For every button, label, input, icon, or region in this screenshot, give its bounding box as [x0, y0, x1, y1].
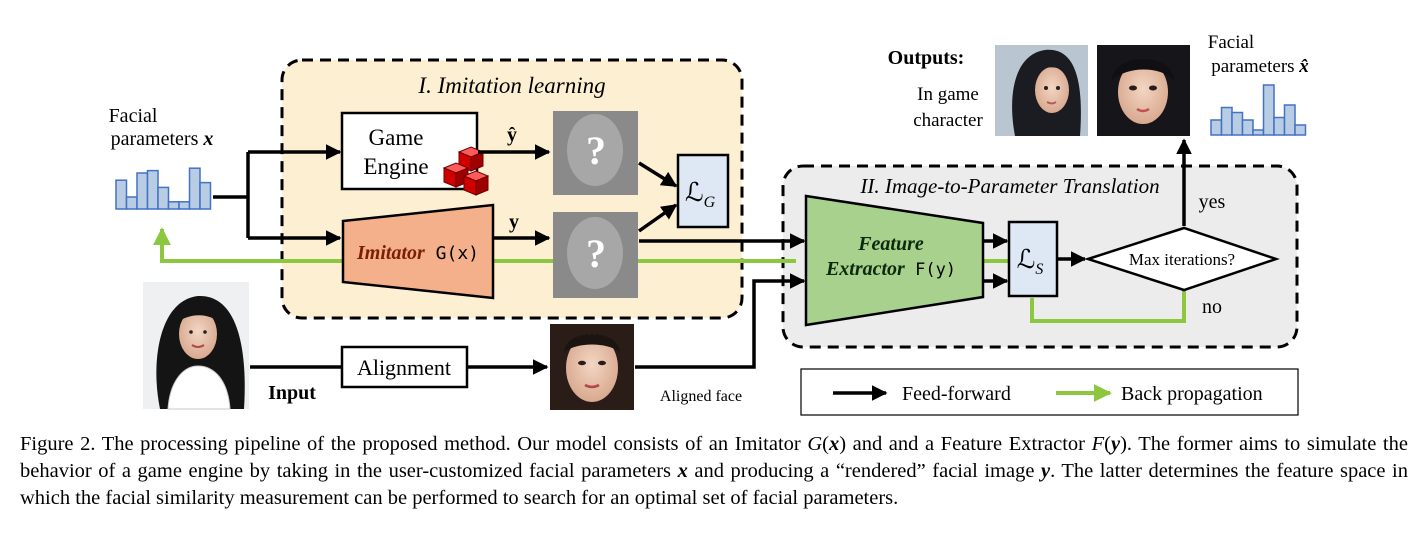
- figure-caption: Figure 2. The processing pipeline of the…: [20, 431, 1408, 512]
- facial-params-out-line1: Facial: [1208, 32, 1254, 53]
- legend-feed-forward-label: Feed-forward: [902, 383, 1011, 405]
- loss-g-box: [676, 153, 730, 229]
- histogram-bar: [178, 201, 191, 210]
- histogram-bar: [1241, 119, 1254, 136]
- svg-text:?: ?: [586, 231, 606, 276]
- game-character-front-image: [1097, 45, 1190, 136]
- aligned-face-photo: [550, 324, 634, 410]
- facial-params-label-line2: parameters x: [111, 128, 214, 150]
- loss-s-box: [1007, 220, 1059, 298]
- translation-title: II. Image-to-Parameter Translation: [859, 174, 1159, 198]
- loss-s-feedback-path: [1030, 289, 1186, 323]
- yhat-to-loss-arrow: [638, 161, 678, 188]
- decision-label: Max iterations?: [1129, 250, 1235, 269]
- histogram-bar: [1273, 116, 1286, 136]
- histogram-bar: [1210, 119, 1223, 136]
- game-engine-label-line1: Game: [369, 125, 424, 150]
- histogram-bar: [125, 196, 138, 210]
- rendered-face-imitator: ?: [553, 212, 638, 298]
- histogram-bar: [115, 179, 128, 210]
- histogram-bar: [146, 169, 159, 210]
- histogram-bar: [1294, 124, 1307, 136]
- imitator-label: Imitator G(x): [356, 242, 479, 264]
- y-to-loss-arrow: [637, 203, 678, 233]
- outputs-title: Outputs:: [888, 47, 965, 69]
- histogram-bar: [157, 186, 170, 210]
- histogram-bar: [1220, 106, 1233, 136]
- facial-params-out-line2: parameters x̂: [1211, 56, 1309, 77]
- feature-extractor-block: [804, 194, 985, 327]
- loss-s-label: ℒS: [1017, 245, 1044, 278]
- legend-backprop-label: Back propagation: [1121, 383, 1263, 405]
- caption-text: Figure 2. The processing pipeline of the…: [20, 433, 1408, 509]
- aligned-to-extractor-path: [635, 273, 806, 369]
- imitation-learning-title: I. Imitation learning: [417, 73, 605, 98]
- feature-extractor-line1: Feature: [857, 233, 924, 255]
- y-hat-label: ŷ: [507, 124, 517, 146]
- imitator-block: [341, 203, 495, 300]
- input-photo: [143, 282, 249, 410]
- loss-g-label: ℒG: [685, 178, 716, 211]
- facial-params-input-histogram: [115, 167, 212, 210]
- alignment-label: Alignment: [357, 355, 451, 380]
- facial-params-label-line1: Facial: [109, 105, 158, 127]
- pipeline-diagram: I. Imitation learning II. Image-to-Param…: [109, 32, 1309, 416]
- svg-text:?: ?: [586, 128, 606, 173]
- red-cubes-icon: [442, 146, 490, 196]
- histogram-bar: [1283, 104, 1296, 136]
- feature-extractor-line2: Extractor F(y): [825, 258, 956, 280]
- y-label: y: [509, 211, 519, 233]
- histogram-bar: [167, 201, 180, 210]
- histogram-bar: [1262, 84, 1275, 136]
- histogram-bar: [136, 172, 149, 210]
- histogram-bar: [188, 167, 201, 210]
- game-engine-label-line2: Engine: [363, 154, 428, 179]
- histogram-bar: [1231, 111, 1244, 136]
- game-character-side-image: [995, 45, 1088, 136]
- decision-no-label: no: [1202, 296, 1222, 318]
- max-iterations-decision: [1083, 226, 1280, 292]
- histogram-bar: [1252, 129, 1265, 136]
- outputs-line1: In game: [917, 84, 979, 105]
- decision-yes-label: yes: [1199, 191, 1226, 213]
- outputs-line2: character: [913, 110, 983, 131]
- input-label: Input: [268, 382, 316, 404]
- facial-params-output-histogram: [1210, 84, 1307, 136]
- alignment-box: [340, 345, 469, 389]
- histogram-bar: [199, 181, 212, 210]
- rendered-face-ghat: ?: [553, 111, 638, 195]
- aligned-face-label: Aligned face: [660, 388, 742, 405]
